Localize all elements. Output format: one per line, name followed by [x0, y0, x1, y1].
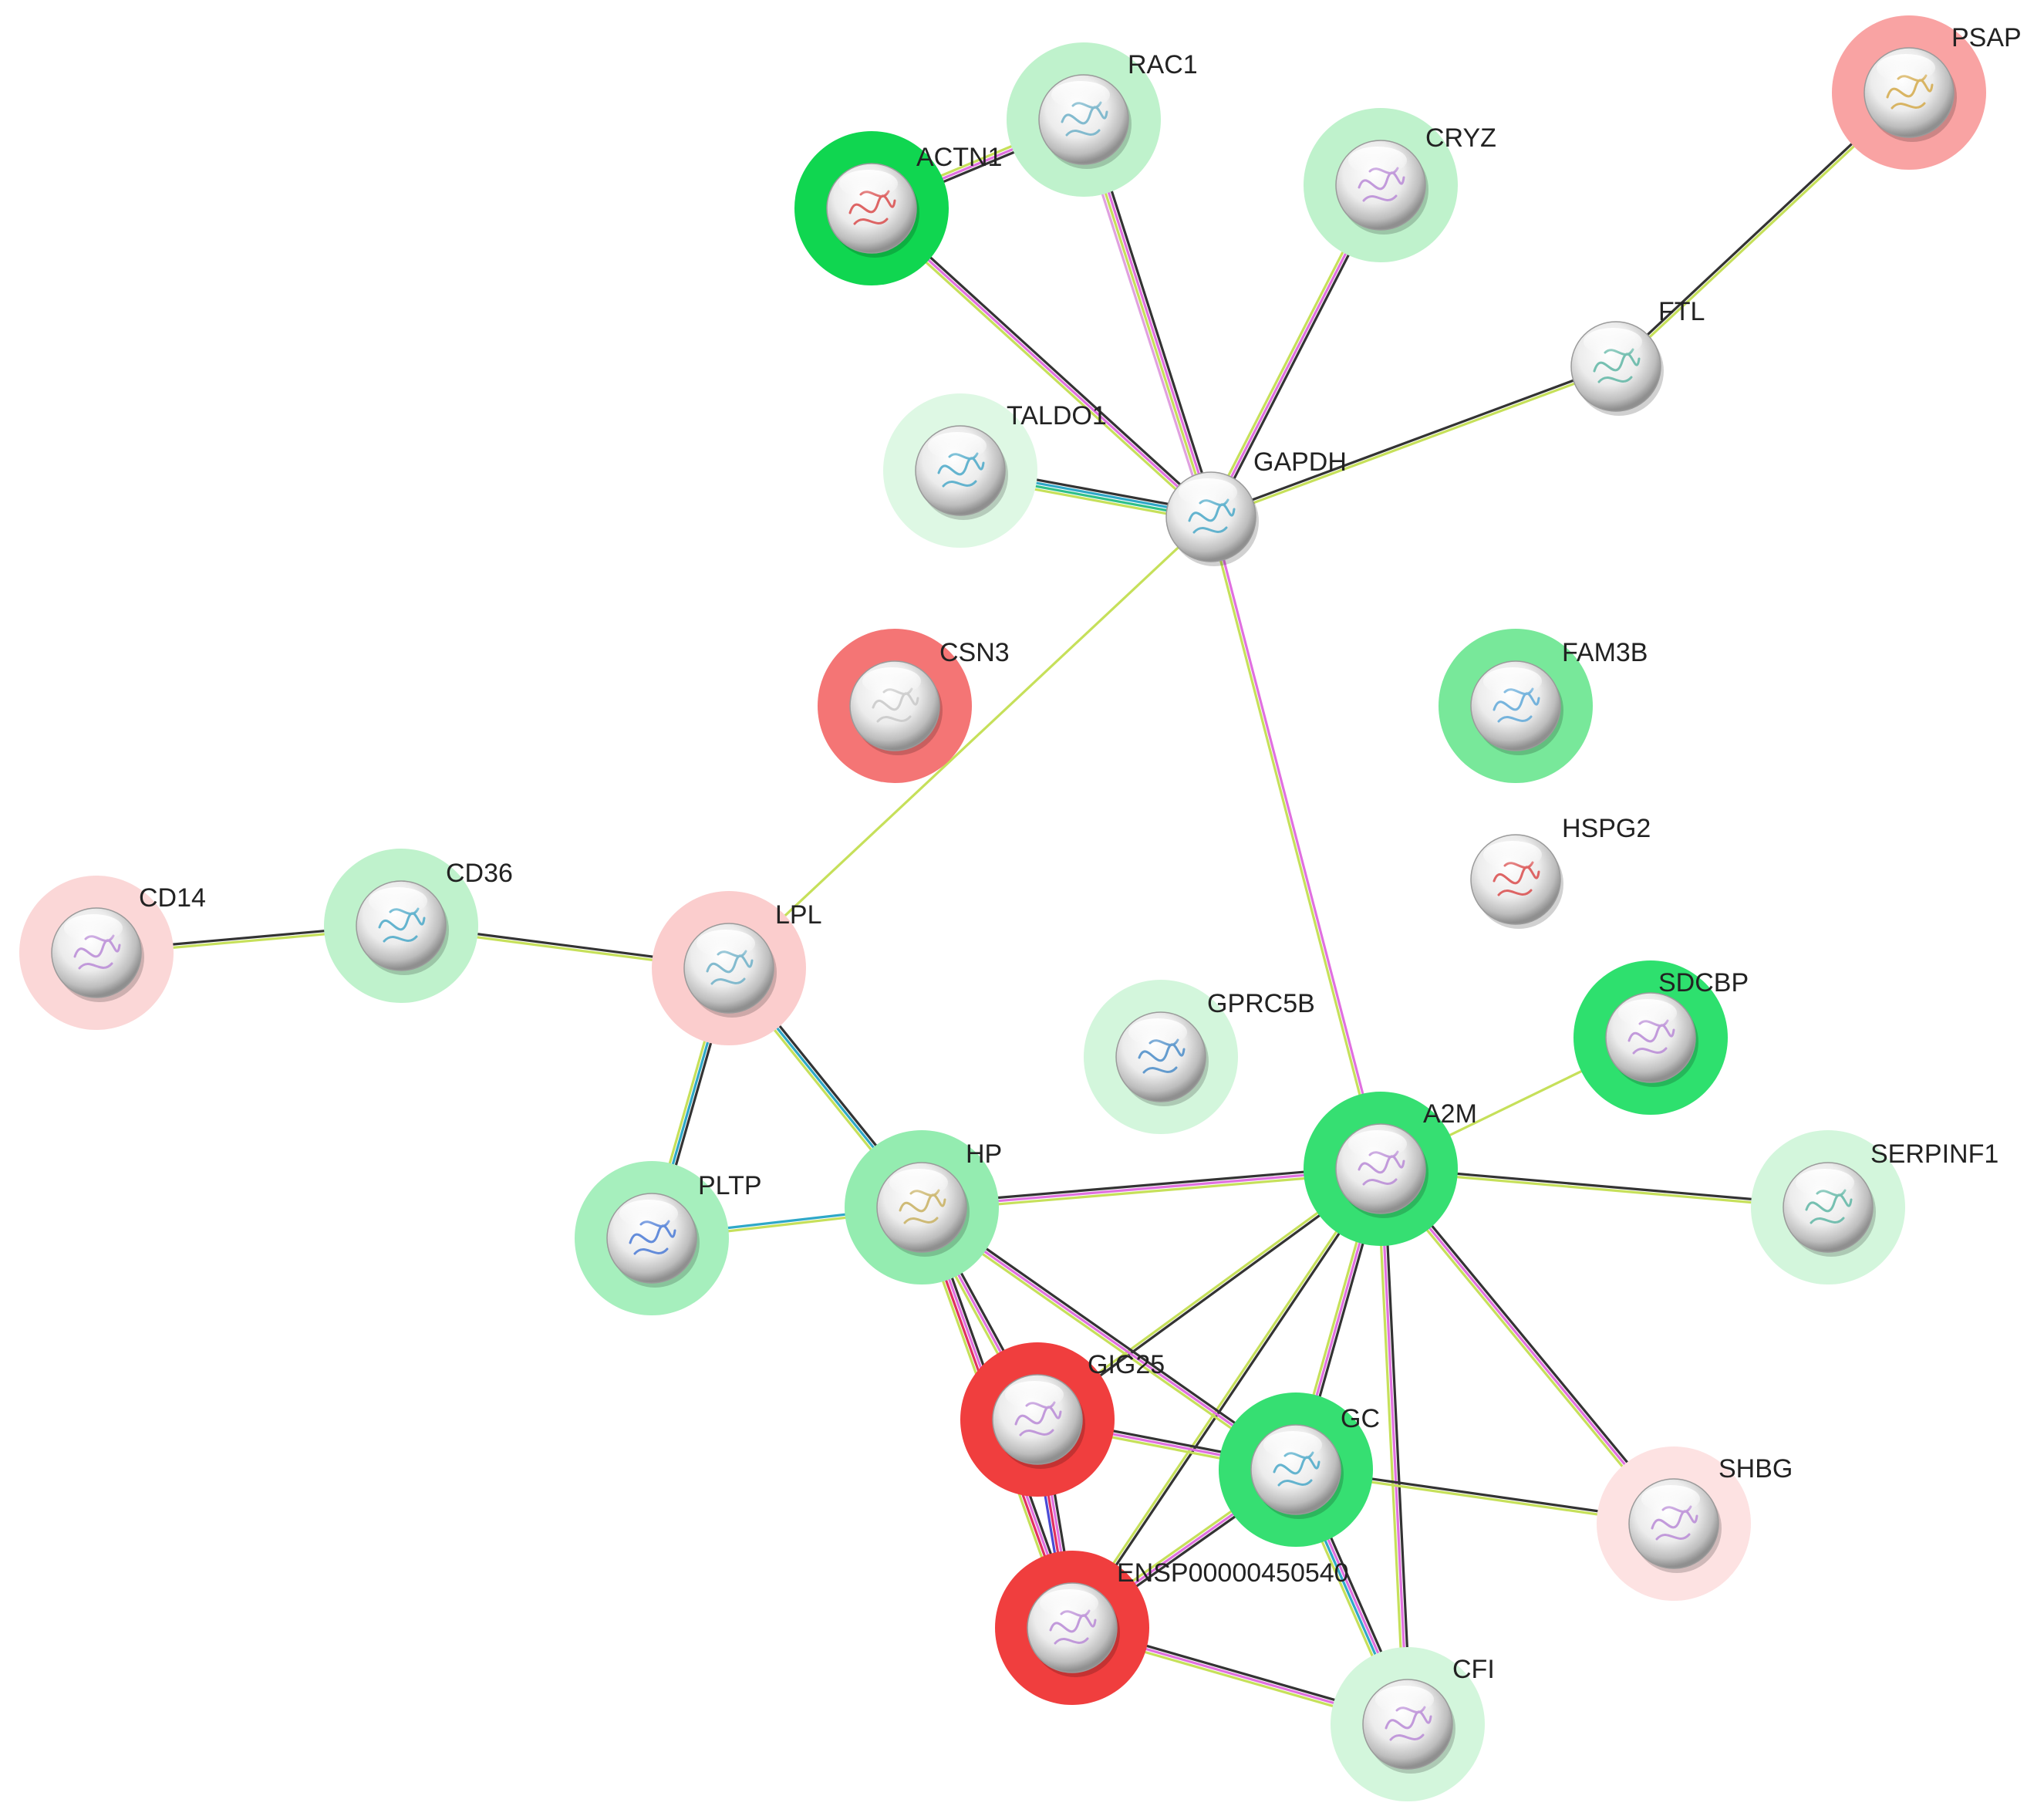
node-label-cd14: CD14: [139, 883, 206, 913]
node-label-a2m: A2M: [1423, 1099, 1477, 1129]
node-label-fam3b: FAM3B: [1562, 638, 1648, 667]
edge-evidence-line: [1209, 363, 1617, 517]
node-label-ftl: FTL: [1658, 297, 1705, 326]
node-gloss: [697, 930, 755, 957]
node-gloss: [862, 667, 921, 695]
node-label-sdcbp: SDCBP: [1658, 968, 1749, 998]
node-gloss: [1179, 478, 1237, 506]
node-gloss: [1263, 1431, 1322, 1459]
node-hp[interactable]: HP: [845, 1130, 1002, 1284]
node-shbg[interactable]: SHBG: [1597, 1446, 1793, 1601]
node-label-gprc5b: GPRC5B: [1207, 989, 1315, 1018]
edge-evidence-line: [727, 515, 1213, 970]
node-csn3[interactable]: CSN3: [818, 629, 1010, 783]
node-label-actn1: ACTN1: [916, 143, 1002, 172]
node-fam3b[interactable]: FAM3B: [1439, 629, 1648, 783]
node-label-taldo1: TALDO1: [1007, 401, 1107, 430]
node-gloss: [889, 1169, 948, 1197]
node-gloss: [1128, 1018, 1187, 1046]
node-gloss: [1348, 147, 1407, 174]
node-serpinf1[interactable]: SERPINF1: [1751, 1130, 1998, 1284]
edge-evidence-line: [1379, 1167, 1409, 1726]
node-label-gig25: GIG25: [1088, 1350, 1165, 1379]
edge-evidence-line: [1210, 366, 1618, 520]
node-gc[interactable]: GC: [1219, 1392, 1380, 1547]
node-label-cryz: CRYZ: [1425, 123, 1496, 153]
node-label-gapdh: GAPDH: [1253, 447, 1347, 477]
node-actn1[interactable]: ACTN1: [794, 131, 1002, 285]
edge-evidence-line: [1208, 515, 1381, 1171]
node-label-lpl: LPL: [775, 900, 822, 930]
node-gloss: [1051, 81, 1110, 109]
node-sdcbp[interactable]: SDCBP: [1573, 960, 1749, 1115]
node-pltp[interactable]: PLTP: [575, 1161, 762, 1315]
node-hspg2[interactable]: HSPG2: [1470, 814, 1651, 929]
node-gloss: [839, 170, 898, 197]
node-label-shbg: SHBG: [1719, 1454, 1793, 1484]
edge-evidence-line: [1376, 1167, 1406, 1726]
node-ftl[interactable]: FTL: [1570, 297, 1705, 416]
edge-a2m-cfi[interactable]: [1376, 1167, 1412, 1726]
node-gloss: [1348, 1130, 1407, 1158]
node-gloss: [1040, 1589, 1098, 1617]
node-gloss: [1005, 1381, 1064, 1409]
node-gloss: [1483, 841, 1542, 869]
node-label-hspg2: HSPG2: [1562, 814, 1651, 843]
edge-gapdh-lpl[interactable]: [727, 515, 1213, 970]
node-label-hp: HP: [966, 1139, 1002, 1169]
node-a2m[interactable]: A2M: [1304, 1092, 1477, 1246]
node-gloss: [1796, 1169, 1854, 1197]
edge-gapdh-a2m[interactable]: [1208, 515, 1384, 1171]
node-lpl[interactable]: LPL: [652, 891, 822, 1045]
node-rac1[interactable]: RAC1: [1007, 42, 1198, 197]
edge-a2m-ensp00000450540[interactable]: [1069, 1166, 1384, 1630]
node-label-rac1: RAC1: [1128, 50, 1198, 79]
edge-evidence-line: [1069, 1166, 1381, 1629]
node-label-cd36: CD36: [446, 859, 513, 888]
edge-evidence-line: [1072, 1168, 1384, 1630]
node-gloss: [1618, 999, 1677, 1027]
node-label-gc: GC: [1341, 1404, 1380, 1433]
node-gprc5b[interactable]: GPRC5B: [1084, 980, 1315, 1134]
node-gloss: [1641, 1485, 1700, 1513]
node-gloss: [1877, 54, 1935, 82]
node-label-pltp: PLTP: [698, 1171, 762, 1200]
node-label-serpinf1: SERPINF1: [1870, 1139, 1998, 1169]
node-gloss: [369, 887, 427, 915]
node-ensp00000450540[interactable]: ENSP00000450540: [995, 1551, 1349, 1705]
node-label-ensp00000450540: ENSP00000450540: [1117, 1558, 1349, 1588]
node-cryz[interactable]: CRYZ: [1304, 108, 1496, 262]
node-gapdh[interactable]: GAPDH: [1165, 447, 1347, 566]
node-taldo1[interactable]: TALDO1: [883, 393, 1107, 548]
node-label-csn3: CSN3: [939, 638, 1010, 667]
node-label-cfi: CFI: [1452, 1655, 1495, 1684]
node-gloss: [1483, 667, 1542, 695]
edge-ftl-gapdh[interactable]: [1209, 363, 1618, 520]
node-gloss: [619, 1200, 678, 1227]
node-gloss: [1584, 328, 1642, 356]
node-cd14[interactable]: CD14: [19, 876, 206, 1030]
node-gig25[interactable]: GIG25: [960, 1342, 1165, 1497]
node-cfi[interactable]: CFI: [1331, 1647, 1495, 1801]
edge-evidence-line: [1382, 1167, 1412, 1726]
node-psap[interactable]: PSAP: [1832, 15, 2022, 170]
node-cd36[interactable]: CD36: [324, 849, 513, 1003]
node-gloss: [928, 432, 987, 460]
node-gloss: [64, 914, 123, 942]
node-label-psap: PSAP: [1951, 23, 2022, 52]
edge-evidence-line: [1211, 515, 1384, 1170]
node-gloss: [1375, 1686, 1434, 1713]
